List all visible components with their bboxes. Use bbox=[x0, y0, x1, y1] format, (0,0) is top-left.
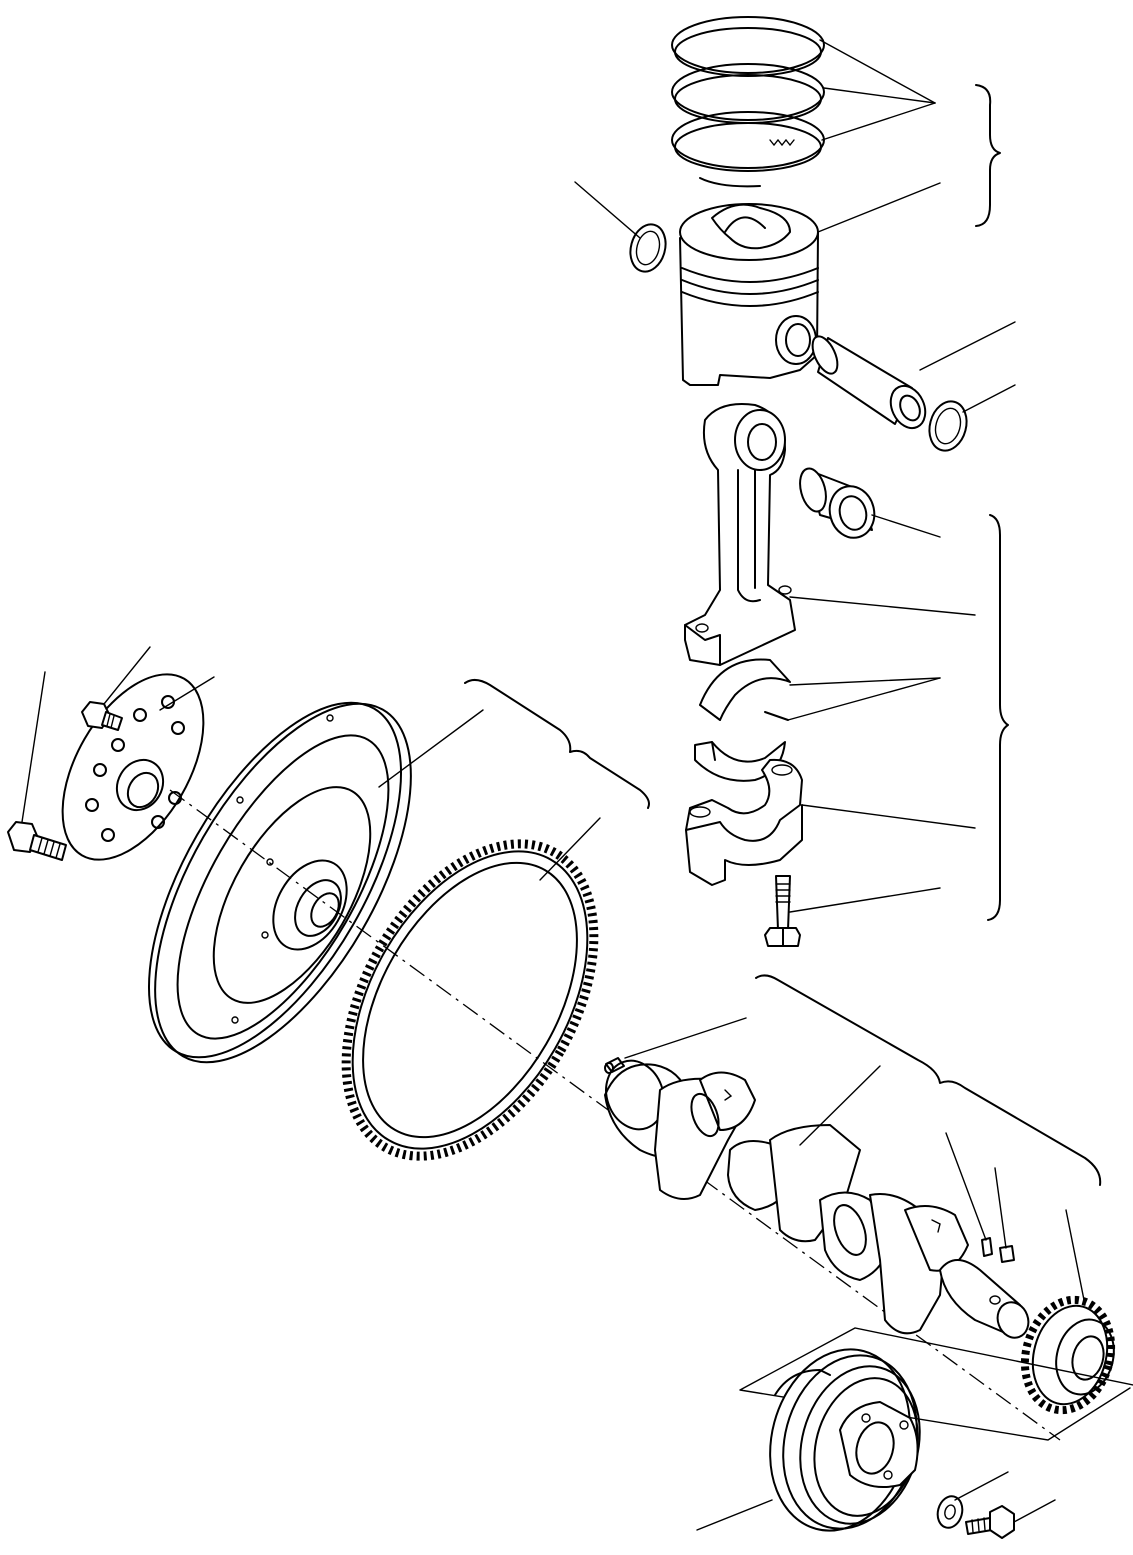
crankshaft-pulley bbox=[769, 1348, 921, 1532]
dowel-pin bbox=[604, 1057, 625, 1074]
pulley-bolt bbox=[965, 1505, 1015, 1539]
leader-lines bbox=[21, 39, 1086, 1531]
crankshaft bbox=[604, 1059, 1030, 1339]
crankshaft-gear bbox=[1020, 1295, 1116, 1415]
ring-gear bbox=[341, 839, 599, 1161]
group-brace-crankshaft bbox=[755, 974, 1102, 1186]
flywheel bbox=[148, 701, 412, 1064]
piston-pin-snap-ring-right bbox=[928, 400, 968, 452]
connecting-rod-cap bbox=[685, 758, 803, 886]
group-brace-piston bbox=[975, 84, 1001, 227]
flywheel-bolt-lower bbox=[7, 821, 67, 861]
group-brace-flywheel bbox=[464, 679, 650, 809]
group-brace-connecting-rod bbox=[987, 514, 1009, 921]
connecting-rod-bushing bbox=[799, 467, 876, 539]
washer bbox=[936, 1495, 964, 1529]
woodruff-key bbox=[981, 1237, 1015, 1263]
flywheel-bolt-upper bbox=[81, 701, 123, 731]
piston-pin-snap-ring-left bbox=[629, 223, 667, 273]
connecting-rod bbox=[684, 403, 796, 666]
piston bbox=[679, 203, 819, 386]
connecting-rod-bolt bbox=[764, 875, 801, 947]
piston-ring-set bbox=[671, 16, 825, 188]
piston-pin bbox=[811, 335, 927, 430]
